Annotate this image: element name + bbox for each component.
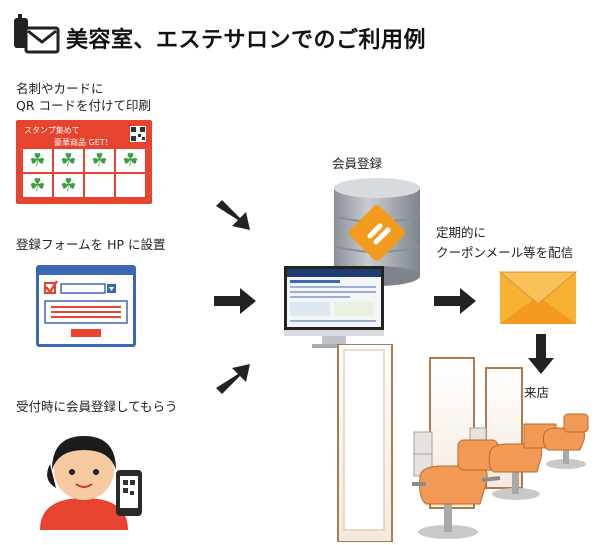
coupon-label-2: クーポンメール等を配信: [436, 245, 574, 260]
arrow-right-icon: [216, 200, 250, 230]
coupon-label-1: 定期的に: [436, 225, 487, 240]
stamp-cell: ☘: [22, 173, 53, 198]
phone-mail-icon: [14, 14, 60, 54]
person-with-phone-icon: [40, 436, 142, 530]
monitor-icon: [284, 266, 384, 348]
card-step-label-2: QR コードを付けて印刷: [16, 98, 151, 113]
registration-form-browser: [36, 265, 136, 347]
clover-stamp-icon: ☘: [60, 174, 77, 196]
db-label: 会員登録: [332, 156, 383, 171]
salon-interior-illustration: [337, 344, 589, 542]
stamp-card-heading: スタンプ集めて: [24, 126, 80, 135]
stamp-cell: ☘: [84, 148, 115, 173]
stamp-cell: ☘: [53, 148, 84, 173]
arrow-down-icon: [528, 334, 554, 374]
visit-label: 来店: [524, 385, 550, 400]
card-step-label-1: 名刺やカードに: [16, 81, 104, 96]
clover-stamp-icon: ☘: [60, 149, 77, 171]
stamp-grid: ☘ ☘ ☘ ☘ ☘ ☘: [22, 148, 146, 198]
stamp-cell: ☘: [115, 148, 146, 173]
stamp-cell: ☘: [22, 148, 53, 173]
arrow-right-icon: [434, 288, 476, 314]
stamp-card-prize: 豪華商品 GET！: [54, 138, 113, 147]
stamp-cell: [115, 173, 146, 198]
clover-stamp-icon: ☘: [29, 149, 46, 171]
stamp-cell: [84, 173, 115, 198]
mail-icon: [498, 271, 578, 324]
clover-stamp-icon: ☘: [122, 149, 139, 171]
arrow-right-icon: [214, 288, 256, 314]
stamp-cell: ☘: [53, 173, 84, 198]
clover-stamp-icon: ☘: [29, 174, 46, 196]
web-step-label: 登録フォームを HP に設置: [16, 237, 166, 252]
reception-step-label: 受付時に会員登録してもらう: [16, 399, 178, 414]
clover-stamp-icon: ☘: [91, 149, 108, 171]
arrow-right-icon: [216, 364, 250, 394]
page-title: 美容室、エステサロンでのご利用例: [66, 28, 427, 53]
stamp-card: スタンプ集めて 豪華商品 GET！ ☘ ☘ ☘ ☘ ☘ ☘: [16, 120, 152, 204]
qr-code-icon: [130, 126, 146, 142]
